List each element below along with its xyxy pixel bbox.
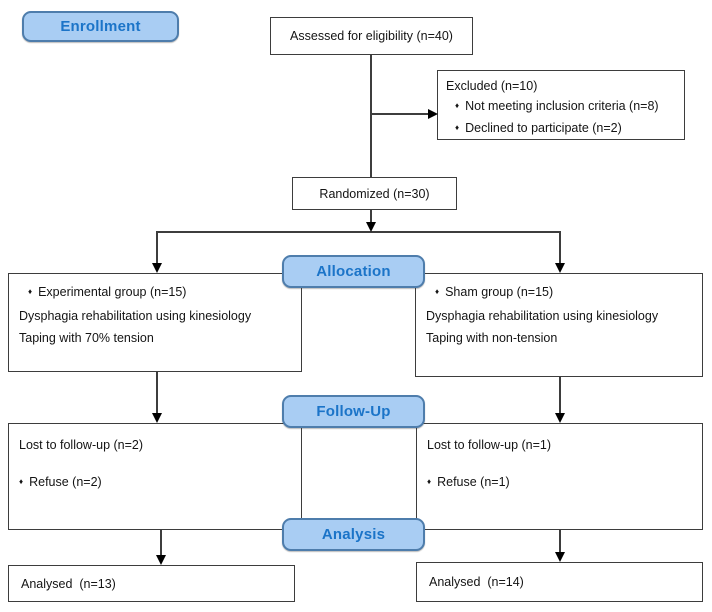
connector-sham-to-analysed (559, 529, 561, 554)
experimental-refuse-line: ♦ Refuse (n=2) (19, 471, 291, 495)
stage-label-analysis-text: Analysis (321, 526, 386, 543)
excluded-title: Excluded (n=10) (446, 79, 538, 93)
box-excluded: Excluded (n=10) ♦ Not meeting inclusion … (437, 70, 685, 140)
connector-branch-horizontal (156, 231, 561, 233)
connector-sham-to-followup (559, 376, 561, 415)
arrowhead-sham-analysed (554, 552, 565, 562)
arrowhead-sham-followup (554, 413, 565, 423)
experimental-title: Experimental group (n=15) (38, 285, 187, 299)
diamond-bullet-icon: ♦ (435, 287, 440, 296)
box-sham-group: ♦ Sham group (n=15) Dysphagia rehabilita… (415, 273, 703, 377)
connector-randomized-to-branch (370, 210, 372, 224)
sham-desc-line: Taping with non-tension (426, 331, 558, 345)
arrowhead-experimental-analysed (155, 555, 166, 565)
experimental-refuse-text: Refuse (n=2) (29, 475, 102, 489)
experimental-title-line: ♦ Experimental group (n=15) (19, 281, 291, 305)
stage-label-allocation-text: Allocation (316, 263, 391, 280)
excluded-item: ♦ Declined to participate (n=2) (446, 118, 676, 140)
stage-label-allocation: Allocation (282, 255, 425, 288)
sham-refuse-line: ♦ Refuse (n=1) (427, 471, 692, 495)
diamond-bullet-icon: ♦ (28, 287, 33, 296)
box-assessed-eligibility: Assessed for eligibility (n=40) (270, 17, 473, 55)
arrowhead-experimental-followup (151, 413, 162, 423)
excluded-item-text: Not meeting inclusion criteria (n=8) (465, 99, 659, 113)
sham-title: Sham group (n=15) (445, 285, 554, 299)
stage-label-analysis: Analysis (282, 518, 425, 551)
experimental-desc-line: Taping with 70% tension (19, 331, 154, 345)
experimental-lost-text: Lost to follow-up (n=2) (19, 438, 144, 452)
diamond-bullet-icon: ♦ (455, 123, 460, 132)
diamond-bullet-icon: ♦ (455, 101, 460, 110)
box-randomized: Randomized (n=30) (292, 177, 457, 210)
sham-analysed-text: Analysed (n=14) (429, 575, 524, 589)
experimental-analysed-text: Analysed (n=13) (21, 576, 116, 591)
sham-desc-line: Dysphagia rehabilitation using kinesiolo… (426, 309, 659, 323)
box-experimental-followup: Lost to follow-up (n=2) ♦ Refuse (n=2) (8, 423, 302, 530)
excluded-item: ♦ Not meeting inclusion criteria (n=8) (446, 96, 676, 118)
arrowhead-excluded (428, 108, 438, 119)
box-experimental-analysed: Analysed (n=13) (8, 565, 295, 602)
arrowhead-sham (554, 263, 565, 273)
connector-assessed-to-randomized (370, 55, 372, 177)
diamond-bullet-icon: ♦ (427, 477, 432, 486)
arrowhead-experimental (151, 263, 162, 273)
box-sham-followup: Lost to follow-up (n=1) ♦ Refuse (n=1) (416, 423, 703, 530)
box-experimental-group: ♦ Experimental group (n=15) Dysphagia re… (8, 273, 302, 372)
stage-label-enrollment: Enrollment (22, 11, 179, 42)
sham-title-line: ♦ Sham group (n=15) (426, 281, 692, 305)
connector-experimental-to-followup (156, 371, 158, 415)
stage-label-follow-up-text: Follow-Up (316, 403, 391, 420)
connector-branch-to-sham (559, 231, 561, 265)
connector-branch-to-experimental (156, 231, 158, 265)
assessed-text: Assessed for eligibility (n=40) (290, 29, 453, 43)
experimental-desc-line: Dysphagia rehabilitation using kinesiolo… (19, 309, 252, 323)
connector-experimental-to-analysed (160, 529, 162, 557)
excluded-item-text: Declined to participate (n=2) (465, 121, 622, 135)
stage-label-follow-up: Follow-Up (282, 395, 425, 428)
sham-lost-text: Lost to follow-up (n=1) (427, 438, 552, 452)
sham-refuse-text: Refuse (n=1) (437, 475, 510, 489)
connector-to-excluded (371, 113, 429, 115)
randomized-text: Randomized (n=30) (319, 186, 430, 201)
diamond-bullet-icon: ♦ (19, 477, 24, 486)
stage-label-enrollment-text: Enrollment (60, 18, 141, 35)
box-sham-analysed: Analysed (n=14) (416, 562, 703, 602)
arrowhead-branch (365, 222, 376, 232)
